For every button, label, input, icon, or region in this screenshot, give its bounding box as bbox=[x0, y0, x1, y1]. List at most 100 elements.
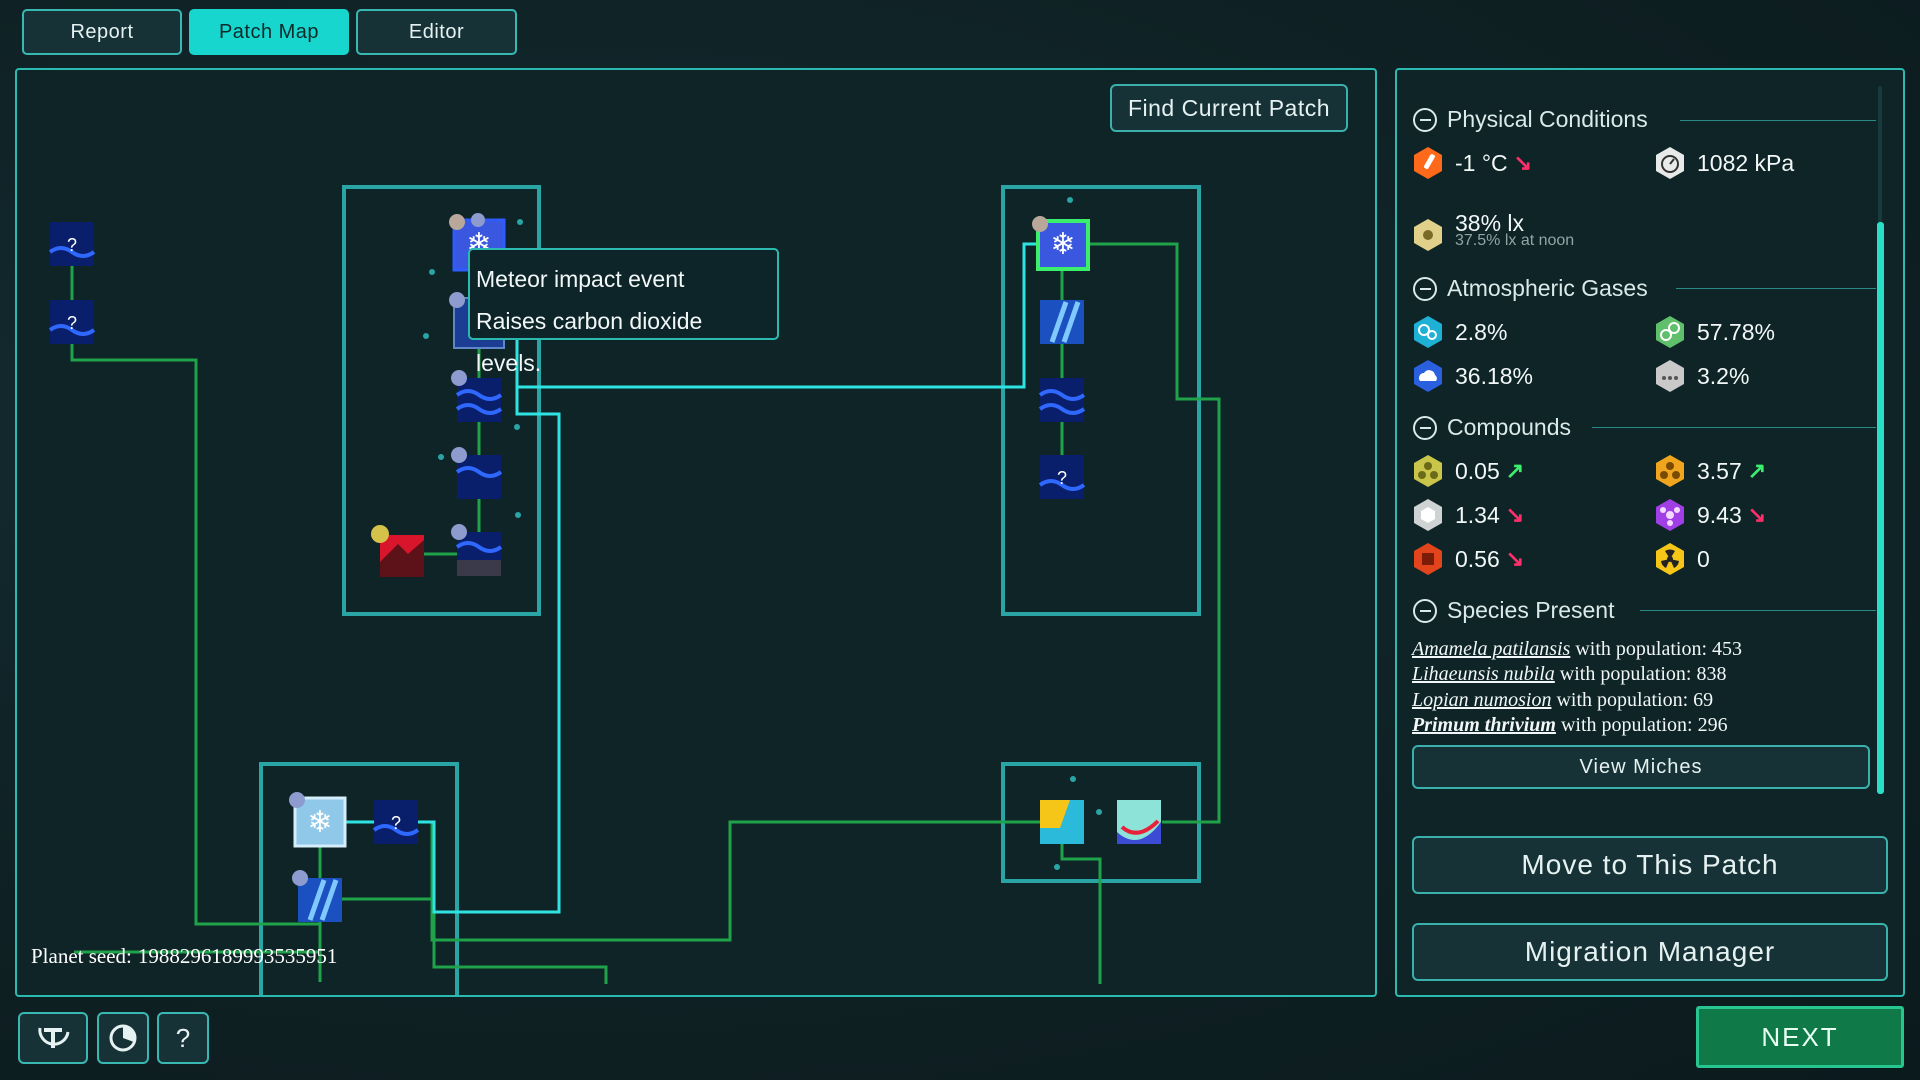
oxygen-value: 2.8% bbox=[1455, 318, 1508, 345]
carbon-dioxide-stat: 36.18% bbox=[1411, 359, 1533, 393]
patch-node-volcanic-vent[interactable] bbox=[371, 525, 424, 577]
section-physical-conditions[interactable]: Physical Conditions bbox=[1413, 106, 1648, 133]
tab-report[interactable]: Report bbox=[22, 9, 182, 55]
time-indicator-button[interactable] bbox=[18, 1012, 88, 1064]
species-item[interactable]: Lihaeunsis nubila with population: 838 bbox=[1412, 663, 1727, 685]
species-name-link[interactable]: Amamela patilansis bbox=[1412, 638, 1571, 660]
compound-ammonia-stat: 3.57 ↗ bbox=[1653, 454, 1766, 488]
other-gases-stat: 3.2% bbox=[1653, 359, 1749, 393]
patch-node-unknown-lower[interactable]: ? bbox=[372, 800, 420, 844]
section-species-present[interactable]: Species Present bbox=[1413, 597, 1614, 624]
compound-iron-stat: 0.56 ↘ bbox=[1411, 542, 1524, 576]
divider bbox=[1592, 427, 1876, 428]
region-box-upper-right bbox=[1001, 185, 1201, 616]
tooltip-title: Meteor impact event bbox=[476, 266, 685, 292]
glucose-icon bbox=[1656, 499, 1684, 531]
species-item[interactable]: Amamela patilansis with population: 453 bbox=[1412, 638, 1743, 660]
patch-node-lower-epipelagic[interactable] bbox=[292, 870, 342, 922]
patch-node-estuary[interactable] bbox=[1117, 800, 1161, 844]
species-item[interactable]: Lopian numosion with population: 69 bbox=[1412, 689, 1714, 711]
next-button[interactable]: NEXT bbox=[1696, 1006, 1904, 1068]
patch-node-ocean-1[interactable] bbox=[451, 370, 503, 422]
ellipsis-icon bbox=[1656, 360, 1684, 392]
oxygen-icon bbox=[1414, 316, 1442, 348]
patch-node-unknown-right[interactable]: ? bbox=[1038, 455, 1086, 499]
compound-phosphate-value: 1.34 bbox=[1455, 501, 1500, 528]
compound-glucose-value: 9.43 bbox=[1697, 501, 1742, 528]
species-name-link[interactable]: Lopian numosion bbox=[1412, 689, 1552, 711]
collapse-icon[interactable] bbox=[1413, 276, 1437, 301]
patch-node-seafloor[interactable] bbox=[451, 524, 503, 576]
temperature-value: -1 °C bbox=[1455, 149, 1508, 176]
pressure-stat: 1082 kPa bbox=[1653, 146, 1794, 180]
svg-text:?: ? bbox=[391, 813, 401, 833]
svg-text:?: ? bbox=[67, 313, 77, 333]
patch-node-epipelagic[interactable] bbox=[1040, 300, 1084, 344]
patch-node-current-ice[interactable]: ❄ bbox=[1032, 216, 1090, 271]
svg-text:?: ? bbox=[1057, 468, 1067, 488]
view-miches-button[interactable]: View Miches bbox=[1412, 745, 1870, 789]
patch-node-lower-ice[interactable]: ❄ bbox=[289, 792, 347, 848]
nitrogen-value: 57.78% bbox=[1697, 318, 1776, 345]
patch-node-unknown-left-2[interactable]: ? bbox=[48, 300, 96, 344]
oxygen-stat: 2.8% bbox=[1411, 315, 1507, 349]
help-button[interactable]: ? bbox=[157, 1012, 209, 1064]
section-atmospheric-gases[interactable]: Atmospheric Gases bbox=[1413, 275, 1648, 302]
migration-manager-button[interactable]: Migration Manager bbox=[1412, 923, 1888, 981]
svg-text:❄: ❄ bbox=[307, 806, 332, 839]
section-title: Compounds bbox=[1447, 414, 1572, 440]
region-box-upper-left bbox=[342, 185, 541, 616]
time-icon bbox=[38, 1027, 70, 1048]
find-current-patch-button[interactable]: Find Current Patch bbox=[1110, 84, 1348, 132]
svg-text:❄: ❄ bbox=[1050, 228, 1075, 261]
nitrogen-icon bbox=[1656, 316, 1684, 348]
nitrogen-stat: 57.78% bbox=[1653, 315, 1775, 349]
collapse-icon[interactable] bbox=[1413, 107, 1437, 132]
compound-iron-value: 0.56 bbox=[1455, 545, 1500, 572]
trend-down-icon: ↘ bbox=[1513, 150, 1533, 175]
patch-node-coastal[interactable] bbox=[1040, 800, 1084, 844]
trend-up-icon: ↗ bbox=[1505, 458, 1525, 483]
section-title: Physical Conditions bbox=[1447, 106, 1648, 132]
processes-button[interactable] bbox=[97, 1012, 149, 1064]
planet-seed-label: Planet seed: bbox=[31, 944, 132, 968]
patch-map-canvas[interactable]: ❄ bbox=[17, 70, 1377, 997]
planet-seed: Planet seed:1988296189993535951 bbox=[31, 944, 343, 969]
species-name-link[interactable]: Lihaeunsis nubila bbox=[1412, 663, 1555, 685]
svg-text:?: ? bbox=[67, 235, 77, 255]
panel-scrollbar-thumb[interactable] bbox=[1877, 222, 1884, 794]
pressure-gauge-icon bbox=[1656, 147, 1684, 179]
sun-icon bbox=[1414, 219, 1442, 251]
species-name-link[interactable]: Primum thrivium bbox=[1412, 714, 1556, 736]
radiation-icon bbox=[1656, 543, 1684, 575]
tab-editor[interactable]: Editor bbox=[356, 9, 517, 55]
temperature-stat: -1 °C ↘ bbox=[1411, 146, 1532, 180]
region-box-lower-left bbox=[259, 762, 459, 995]
patch-node-ocean-2[interactable] bbox=[451, 447, 503, 499]
thermometer-icon bbox=[1414, 147, 1442, 179]
carbon-dioxide-value: 36.18% bbox=[1455, 362, 1534, 389]
compound-sunlight-stat: 0.05 ↗ bbox=[1411, 454, 1524, 488]
patch-map-view[interactable]: ❄ bbox=[15, 68, 1377, 997]
other-gases-value: 3.2% bbox=[1697, 362, 1750, 389]
patch-node-ocean-right[interactable] bbox=[1038, 378, 1086, 422]
collapse-icon[interactable] bbox=[1413, 598, 1437, 623]
tab-patch-map[interactable]: Patch Map bbox=[189, 9, 349, 55]
section-compounds[interactable]: Compounds bbox=[1413, 414, 1571, 441]
patch-connections-green bbox=[70, 242, 1221, 984]
compound-ammonia-value: 3.57 bbox=[1697, 457, 1742, 484]
iron-icon bbox=[1414, 543, 1442, 575]
divider bbox=[1676, 288, 1876, 289]
tooltip-description: Raises carbon dioxide levels. bbox=[476, 308, 703, 376]
collapse-icon[interactable] bbox=[1413, 415, 1437, 440]
trend-down-icon: ↘ bbox=[1505, 546, 1525, 571]
map-decoration-dots bbox=[423, 197, 1102, 870]
event-tooltip: Meteor impact event Raises carbon dioxid… bbox=[468, 248, 779, 376]
compound-sunlight-value: 0.05 bbox=[1455, 457, 1500, 484]
species-item[interactable]: Primum thrivium with population: 296 bbox=[1412, 714, 1728, 736]
light-noon-note: 37.5% lx at noon bbox=[1455, 232, 1575, 249]
patch-node-unknown-left-1[interactable]: ? bbox=[48, 222, 96, 266]
move-to-patch-button[interactable]: Move to This Patch bbox=[1412, 836, 1888, 894]
phosphate-icon bbox=[1414, 499, 1442, 531]
compound-radiation-stat: 0 bbox=[1653, 542, 1710, 576]
